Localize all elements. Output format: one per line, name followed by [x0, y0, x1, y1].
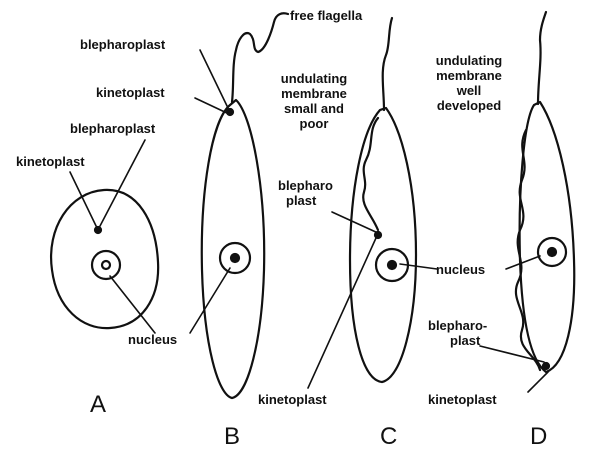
label-kinetoplast-b: kinetoplast — [96, 85, 165, 100]
form-d-body — [520, 102, 575, 372]
stage-letter-d: D — [530, 424, 547, 450]
form-a-body — [51, 190, 158, 328]
leader-blepharoplast-a — [100, 140, 145, 226]
form-c-undulating-membrane — [363, 118, 378, 230]
label-blepharo-d: blepharo- plast — [428, 318, 487, 348]
form-d-kinetoplast-dot — [543, 363, 549, 369]
leader-nucleus-b — [190, 268, 230, 333]
leader-nucleus-c — [400, 264, 437, 269]
form-d-flagellum — [538, 12, 546, 104]
label-undulating-well: undulating membrane well developed — [418, 53, 520, 113]
form-c-flagellum — [383, 18, 392, 110]
label-free-flagella: free flagella — [290, 8, 362, 23]
form-c-body — [350, 108, 416, 382]
stage-letter-c: C — [380, 424, 397, 450]
form-b-nucleus — [220, 243, 250, 273]
label-kinetoplast-a: kinetoplast — [16, 154, 85, 169]
label-nucleus-ab: nucleus — [128, 332, 177, 347]
label-undulating-small-line2: membrane — [262, 86, 366, 101]
label-blepharo-c: blepharo plast — [278, 178, 333, 208]
label-kinetoplast-c: kinetoplast — [258, 392, 327, 407]
leader-kinetoplast-d — [528, 372, 548, 392]
stage-letter-b: B — [224, 424, 240, 450]
label-undulating-well-line4: developed — [418, 98, 520, 113]
label-undulating-well-line3: well — [418, 83, 520, 98]
label-undulating-well-line2: membrane — [418, 68, 520, 83]
label-kinetoplast-d: kinetoplast — [428, 392, 497, 407]
form-d-nucleus — [538, 238, 566, 266]
stage-letter-a: A — [90, 392, 106, 418]
label-undulating-well-line1: undulating — [418, 53, 520, 68]
label-blepharo-d-line1: blepharo- — [428, 318, 487, 333]
label-undulating-small: undulating membrane small and poor — [262, 71, 366, 131]
label-undulating-small-line4: poor — [262, 116, 366, 131]
label-undulating-small-line3: small and — [262, 101, 366, 116]
label-blepharoplast-b: blepharoplast — [80, 37, 165, 52]
label-blepharoplast-a: blepharoplast — [70, 121, 155, 136]
form-b-body — [202, 100, 264, 398]
leader-blepharoplast-b — [200, 50, 228, 108]
label-blepharo-c-line2: plast — [278, 193, 333, 208]
leader-nucleus-d — [506, 256, 540, 269]
label-undulating-small-line1: undulating — [262, 71, 366, 86]
label-nucleus-cd: nucleus — [436, 262, 485, 277]
form-a-nucleus — [92, 251, 120, 279]
label-blepharo-c-line1: blepharo — [278, 178, 333, 193]
label-blepharo-d-line2: plast — [428, 333, 487, 348]
